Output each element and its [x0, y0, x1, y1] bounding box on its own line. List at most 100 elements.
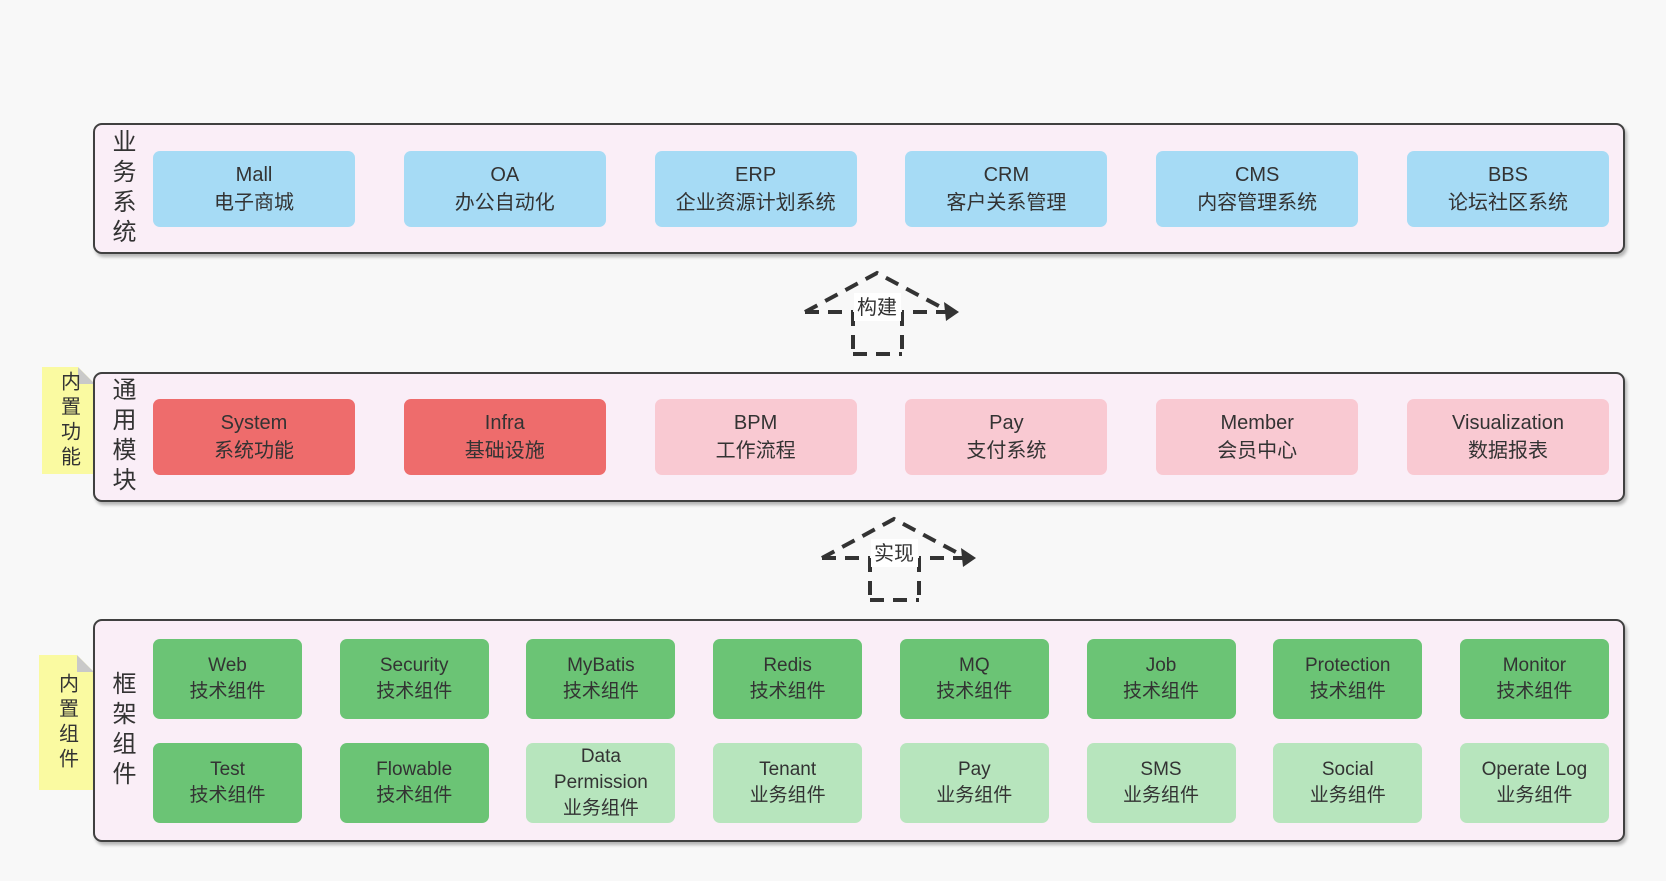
box-title: Mall [235, 163, 273, 186]
arrowhead-icon [944, 302, 959, 321]
component-rows: Web 技术组件 Security 技术组件 MyBatis 技术组件 Redi… [153, 638, 1623, 823]
component-box-mybatis: MyBatis 技术组件 [526, 638, 676, 719]
box-subtitle: 技术组件 [189, 784, 266, 806]
framework-components-layer: 框架组件 Web 技术组件 Security 技术组件 MyBatis 技术组件… [93, 619, 1625, 842]
component-box-job: Job 技术组件 [1086, 638, 1236, 719]
box-title: ERP [735, 163, 777, 186]
arrowhead-icon [961, 548, 976, 567]
box-title: Protection [1304, 654, 1391, 676]
component-box-monitor: Monitor 技术组件 [1459, 638, 1609, 719]
box-subtitle: 基础设施 [464, 440, 545, 462]
box-subtitle: 业务组件 [749, 784, 826, 806]
box-title: SMS [1140, 758, 1182, 780]
box-title: Flowable [376, 758, 453, 780]
arrow-label: 构建 [857, 296, 897, 319]
component-box-test: Test 技术组件 [153, 742, 302, 823]
component-box-mq: MQ 技术组件 [899, 638, 1049, 719]
box-subtitle: 业务组件 [562, 797, 639, 819]
module-box-visualization: Visualization 数据报表 [1406, 399, 1609, 475]
box-title: Pay [989, 412, 1024, 434]
component-box-security: Security 技术组件 [339, 638, 489, 719]
box-title: Tenant [759, 758, 817, 780]
component-row-technical: Web 技术组件 Security 技术组件 MyBatis 技术组件 Redi… [153, 638, 1609, 719]
box-subtitle: 数据报表 [1467, 440, 1548, 462]
component-row-business: Test 技术组件 Flowable 技术组件 Data Permission … [153, 742, 1609, 823]
box-subtitle: 技术组件 [376, 680, 453, 702]
business-systems-layer: 业务系统 Mall 电子商城 OA 办公自动化 ERP 企业资源计划系统 CRM… [93, 123, 1625, 254]
box-title: OA [490, 163, 520, 186]
box-title: Pay [957, 758, 991, 780]
module-box-pay: Pay 支付系统 [905, 399, 1108, 475]
box-subtitle: 业务组件 [1309, 784, 1386, 806]
box-title: Member [1220, 412, 1294, 434]
box-subtitle: 技术组件 [936, 680, 1013, 702]
box-subtitle: 企业资源计划系统 [675, 191, 836, 214]
component-box-redis: Redis 技术组件 [713, 638, 863, 719]
arrow-label-bg [854, 293, 901, 321]
box-title: Data Permission [553, 745, 648, 793]
box-subtitle: 业务组件 [936, 784, 1013, 806]
box-title: Social [1321, 758, 1374, 780]
business-box-erp: ERP 企业资源计划系统 [654, 150, 857, 227]
box-title: MQ [959, 654, 990, 676]
box-title: Operate Log [1481, 758, 1588, 780]
box-subtitle: 技术组件 [376, 784, 453, 806]
component-box-tenant: Tenant 业务组件 [713, 742, 863, 823]
box-title: Monitor [1502, 654, 1567, 676]
box-subtitle: 业务组件 [1123, 784, 1200, 806]
arrow-label-bg [871, 539, 918, 567]
box-subtitle: 客户关系管理 [946, 191, 1067, 214]
component-box-data-permission: Data Permission 业务组件 [526, 742, 676, 823]
component-box-operate-log: Operate Log 业务组件 [1459, 742, 1609, 823]
sticky-note-text: 内置组件 [55, 672, 78, 773]
box-title: Web [208, 654, 247, 676]
box-subtitle: 论坛社区系统 [1447, 191, 1568, 214]
box-subtitle: 技术组件 [562, 680, 639, 702]
box-title: BBS [1487, 163, 1528, 186]
box-title: Security [379, 654, 449, 676]
component-box-sms: SMS 业务组件 [1086, 742, 1236, 823]
sticky-note-text: 内置功能 [57, 370, 80, 471]
box-title: CMS [1234, 163, 1280, 186]
box-title: Redis [763, 654, 812, 676]
layer-label-modules: 通用模块 [108, 377, 135, 497]
box-subtitle: 系统功能 [214, 440, 294, 462]
dashed-up-arrow-implement: 实现 [821, 516, 976, 602]
box-subtitle: 会员中心 [1217, 440, 1298, 462]
box-subtitle: 技术组件 [1496, 680, 1573, 702]
module-box-member: Member 会员中心 [1156, 399, 1359, 475]
box-subtitle: 技术组件 [1309, 680, 1386, 702]
business-boxes: Mall 电子商城 OA 办公自动化 ERP 企业资源计划系统 CRM 客户关系… [153, 150, 1623, 227]
common-modules-layer: 通用模块 System 系统功能 Infra 基础设施 BPM 工作流程 Pay… [93, 372, 1625, 502]
box-title: BPM [733, 412, 778, 434]
component-box-social: Social 业务组件 [1273, 742, 1423, 823]
business-box-cms: CMS 内容管理系统 [1156, 150, 1359, 227]
box-subtitle: 办公自动化 [454, 191, 555, 214]
sticky-note-builtin-features: 内置功能 [42, 367, 95, 474]
module-box-infra: Infra 基础设施 [403, 399, 606, 475]
box-title: Infra [484, 412, 525, 434]
box-subtitle: 内容管理系统 [1197, 191, 1318, 214]
box-subtitle: 技术组件 [189, 680, 266, 702]
dashed-up-arrow-build: 构建 [804, 270, 959, 356]
module-box-system: System 系统功能 [153, 399, 355, 475]
box-title: MyBatis [567, 654, 635, 676]
business-box-bbs: BBS 论坛社区系统 [1406, 150, 1609, 227]
business-box-oa: OA 办公自动化 [403, 150, 606, 227]
component-box-flowable: Flowable 技术组件 [339, 742, 489, 823]
component-box-pay: Pay 业务组件 [899, 742, 1049, 823]
box-subtitle: 工作流程 [715, 440, 796, 462]
box-title: System [220, 412, 288, 434]
box-title: Job [1145, 654, 1177, 676]
business-box-mall: Mall 电子商城 [153, 150, 355, 227]
box-subtitle: 支付系统 [966, 440, 1047, 462]
box-title: Visualization [1452, 412, 1564, 434]
box-subtitle: 业务组件 [1496, 784, 1573, 806]
layer-label-components: 框架组件 [108, 670, 135, 791]
box-subtitle: 电子商城 [214, 191, 294, 214]
arrow-label: 实现 [874, 542, 914, 565]
layer-label-business: 业务系统 [108, 128, 135, 249]
module-boxes: System 系统功能 Infra 基础设施 BPM 工作流程 Pay 支付系统… [153, 399, 1623, 475]
box-subtitle: 技术组件 [749, 680, 826, 702]
component-box-web: Web 技术组件 [153, 638, 302, 719]
